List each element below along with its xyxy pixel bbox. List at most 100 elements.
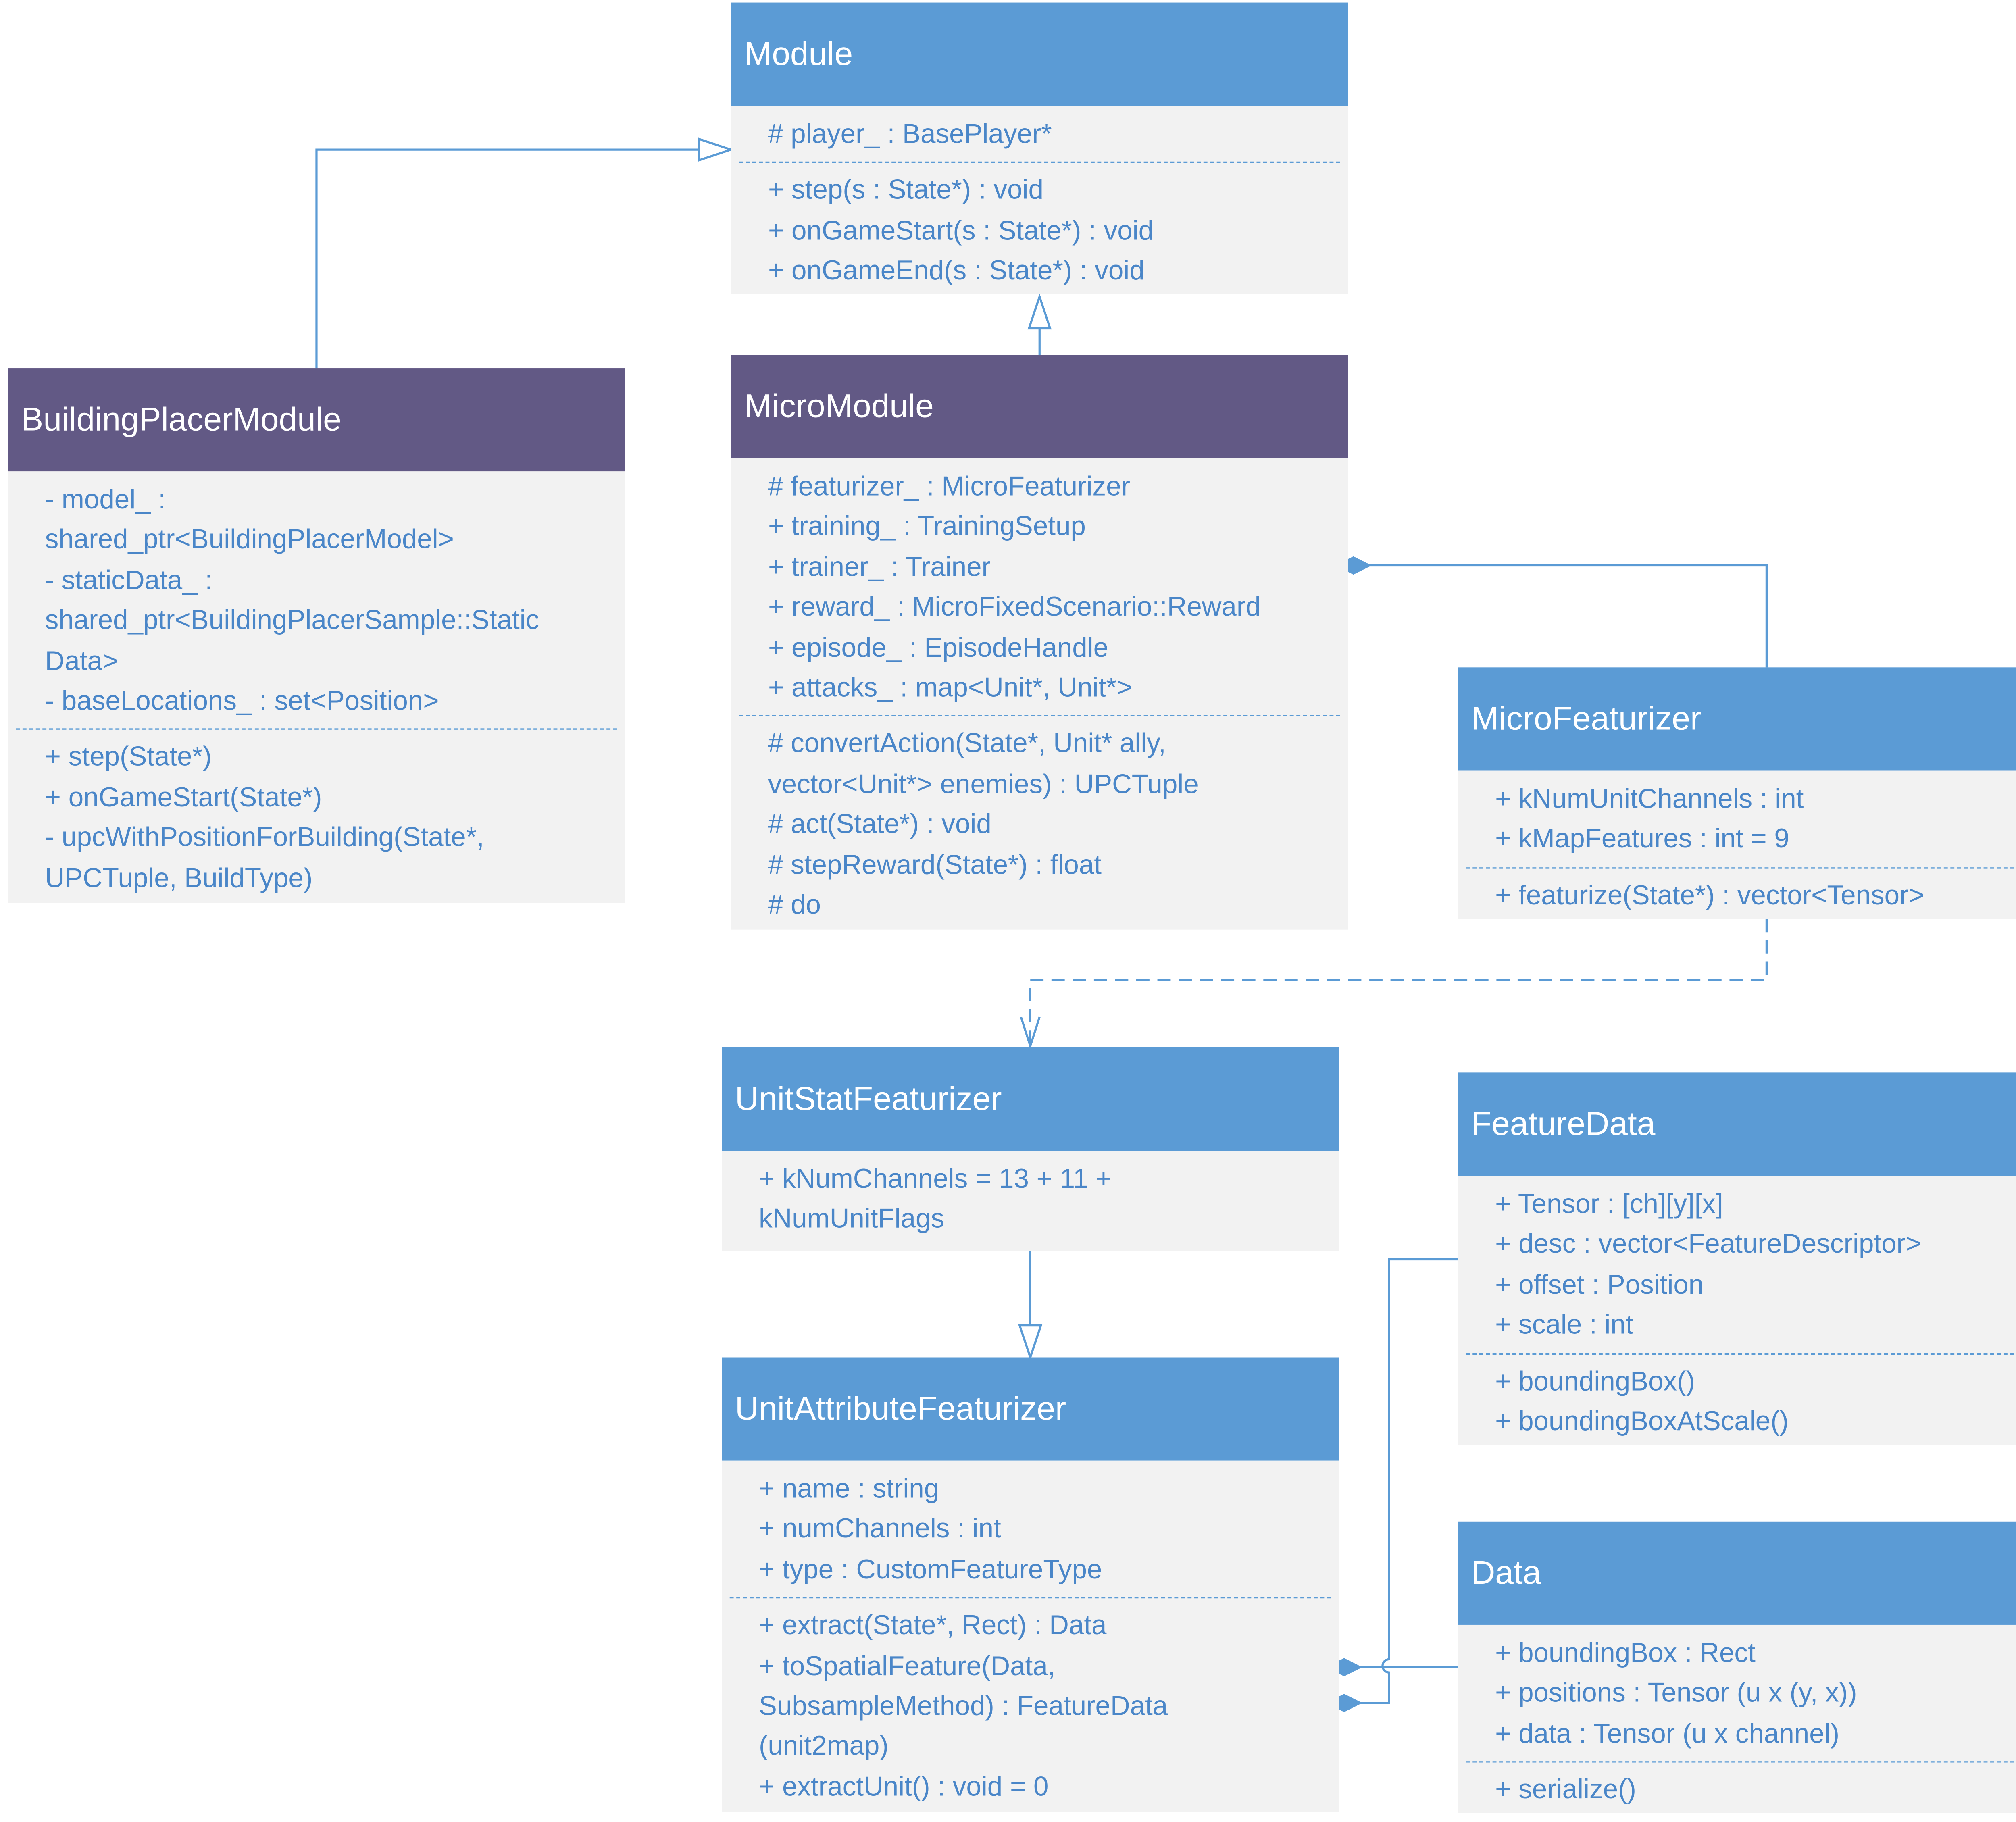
class-feature-data-name: FeatureData [1471, 1105, 1656, 1142]
class-module-name: Module [744, 35, 853, 72]
class-micro-module-header: MicroModule [731, 355, 1348, 458]
attribute: + kMapFeatures : int = 9 [1495, 824, 1789, 855]
class-data: Data + boundingBox : Rect + positions : … [1458, 1521, 2016, 1813]
class-unit-stat-featurizer-body: + kNumChannels = 13 + 11 + kNumUnitFlags [721, 1151, 1339, 1251]
method: - upcWithPositionForBuilding(State*, [45, 823, 484, 853]
attribute: + numChannels : int [758, 1514, 1001, 1545]
class-micro-module-name: MicroModule [744, 387, 934, 425]
class-data-body: + boundingBox : Rect + positions : Tenso… [1458, 1624, 2016, 1813]
class-micro-featurizer-body: + kNumUnitChannels : int + kMapFeatures … [1458, 770, 2016, 919]
attribute: + positions : Tensor (u x (y, x)) [1495, 1678, 1857, 1709]
method: + boundingBox() [1495, 1366, 1695, 1397]
method: + extractUnit() : void = 0 [758, 1772, 1049, 1802]
attribute: + type : CustomFeatureType [758, 1554, 1102, 1585]
class-unit-attribute-featurizer-body: + name : string + numChannels : int + ty… [721, 1460, 1339, 1812]
class-data-attributes: + boundingBox : Rect + positions : Tenso… [1466, 1634, 2016, 1755]
class-micro-module-body: # featurizer_ : MicroFeaturizer + traini… [731, 458, 1348, 930]
compartment-separator [16, 729, 617, 731]
class-module-methods: + step(s : State*) : void + onGameStart(… [739, 171, 1340, 292]
method: + onGameStart(s : State*) : void [768, 215, 1154, 246]
class-micro-module-attributes: # featurizer_ : MicroFeaturizer + traini… [739, 467, 1340, 709]
class-building-placer-module: BuildingPlacerModule - model_ : shared_p… [8, 368, 625, 903]
attribute: + training_ : TrainingSetup [768, 512, 1086, 542]
generalization-arrowhead-module-bottom [1027, 293, 1052, 330]
compartment-separator [729, 1597, 1331, 1599]
compartment-separator [739, 716, 1340, 717]
dependency-arrowhead-unitstat [1020, 1016, 1041, 1050]
method: + toSpatialFeature(Data, [758, 1651, 1056, 1681]
class-micro-module: MicroModule # featurizer_ : MicroFeaturi… [731, 355, 1348, 930]
class-unit-attribute-featurizer-attributes: + name : string + numChannels : int + ty… [730, 1470, 1331, 1591]
class-data-header: Data [1458, 1521, 2016, 1625]
method: vector<Unit*> enemies) : UPCTuple [768, 769, 1199, 800]
compartment-separator [1466, 1761, 2016, 1763]
class-unit-stat-featurizer: UnitStatFeaturizer + kNumChannels = 13 +… [721, 1047, 1339, 1251]
class-micro-featurizer-methods: + featurize(State*) : vector<Tensor> [1466, 877, 2016, 917]
attribute: Data> [45, 646, 119, 677]
attribute: + episode_ : EpisodeHandle [768, 632, 1109, 663]
class-building-placer-module-name: BuildingPlacerModule [21, 400, 342, 438]
class-building-placer-module-header: BuildingPlacerModule [8, 368, 625, 472]
method: + serialize() [1495, 1774, 1636, 1805]
class-micro-featurizer: MicroFeaturizer + kNumUnitChannels : int… [1458, 667, 2016, 919]
class-feature-data-body: + Tensor : [ch][y][x] + desc : vector<Fe… [1458, 1176, 2016, 1445]
method: # convertAction(State*, Unit* ally, [768, 729, 1166, 760]
attribute: shared_ptr<BuildingPlacerModel> [45, 525, 454, 556]
attribute: + data : Tensor (u x channel) [1495, 1718, 1840, 1749]
class-module-body: # player_ : BasePlayer* + step(s : State… [731, 106, 1348, 294]
method: + onGameStart(State*) [45, 782, 322, 813]
class-unit-attribute-featurizer: UnitAttributeFeaturizer + name : string … [721, 1357, 1339, 1812]
class-micro-featurizer-attributes: + kNumUnitChannels : int + kMapFeatures … [1466, 780, 2016, 861]
attribute: + name : string [758, 1474, 939, 1505]
method: + extract(State*, Rect) : Data [758, 1610, 1107, 1641]
method: # act(State*) : void [768, 809, 991, 840]
generalization-arrowhead-unitattr [1018, 1324, 1043, 1361]
class-building-placer-module-methods: + step(State*) + onGameStart(State*) - u… [16, 738, 617, 899]
attribute: shared_ptr<BuildingPlacerSample::Static [45, 605, 539, 636]
attribute: + attacks_ : map<Unit*, Unit*> [768, 673, 1133, 704]
attribute: - staticData_ : [45, 565, 213, 596]
class-feature-data: FeatureData + Tensor : [ch][y][x] + desc… [1458, 1072, 2016, 1445]
class-data-methods: + serialize() [1466, 1771, 2016, 1811]
class-module: Module # player_ : BasePlayer* + step(s … [731, 2, 1348, 294]
method: + featurize(State*) : vector<Tensor> [1495, 880, 1924, 911]
composition-line-featuredata [1360, 1258, 1458, 1704]
class-building-placer-module-body: - model_ : shared_ptr<BuildingPlacerMode… [8, 471, 625, 903]
class-feature-data-attributes: + Tensor : [ch][y][x] + desc : vector<Fe… [1466, 1185, 2016, 1346]
method: + step(s : State*) : void [768, 175, 1043, 206]
method: (unit2map) [758, 1731, 889, 1762]
class-module-header: Module [731, 2, 1348, 106]
class-unit-attribute-featurizer-methods: + extract(State*, Rect) : Data + toSpati… [730, 1607, 1331, 1808]
class-unit-stat-featurizer-header: UnitStatFeaturizer [721, 1047, 1339, 1151]
attribute: + trainer_ : Trainer [768, 552, 991, 583]
method: UPCTuple, BuildType) [45, 863, 313, 893]
attribute: kNumUnitFlags [758, 1204, 945, 1235]
compartment-separator [1466, 1353, 2016, 1354]
class-unit-attribute-featurizer-name: UnitAttributeFeaturizer [735, 1389, 1066, 1427]
class-building-placer-module-attributes: - model_ : shared_ptr<BuildingPlacerMode… [16, 481, 617, 722]
compartment-separator [739, 162, 1340, 164]
method: + step(State*) [45, 742, 212, 773]
compartment-separator [1466, 867, 2016, 868]
attribute: # player_ : BasePlayer* [768, 119, 1052, 150]
generalization-arrowhead-module-left [698, 137, 735, 162]
attribute: + boundingBox : Rect [1495, 1638, 1756, 1669]
dependency-line-featurizer-to-unitstat [1029, 919, 1768, 1046]
method: # do [768, 890, 821, 920]
class-unit-stat-featurizer-attributes: + kNumChannels = 13 + 11 + kNumUnitFlags [730, 1160, 1331, 1241]
class-feature-data-header: FeatureData [1458, 1072, 2016, 1176]
attribute: - baseLocations_ : set<Position> [45, 686, 439, 716]
class-unit-attribute-featurizer-header: UnitAttributeFeaturizer [721, 1357, 1339, 1461]
generalization-line-building-placer-to-module [315, 148, 700, 369]
attribute: + kNumChannels = 13 + 11 + [758, 1164, 1112, 1195]
attribute: + desc : vector<FeatureDescriptor> [1495, 1229, 1922, 1260]
class-micro-featurizer-name: MicroFeaturizer [1471, 700, 1702, 737]
method: + boundingBoxAtScale() [1495, 1406, 1789, 1437]
attribute: + Tensor : [ch][y][x] [1495, 1189, 1723, 1220]
attribute: # featurizer_ : MicroFeaturizer [768, 471, 1131, 502]
attribute: + scale : int [1495, 1310, 1633, 1341]
attribute: + kNumUnitChannels : int [1495, 784, 1804, 814]
class-data-name: Data [1471, 1554, 1541, 1591]
